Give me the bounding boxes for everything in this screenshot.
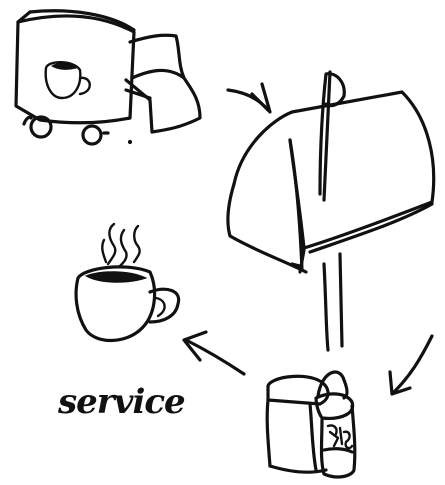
delivery-truck-icon — [16, 11, 200, 144]
tea-tin-icon — [267, 372, 355, 477]
service-caption: service — [58, 382, 185, 422]
arrow-tin-to-cup — [184, 332, 244, 374]
steaming-cup-icon — [76, 224, 179, 341]
arrow-truck-to-mailbox — [228, 84, 270, 112]
arrow-mailbox-to-tin — [390, 336, 432, 394]
mailbox-icon — [228, 72, 434, 350]
